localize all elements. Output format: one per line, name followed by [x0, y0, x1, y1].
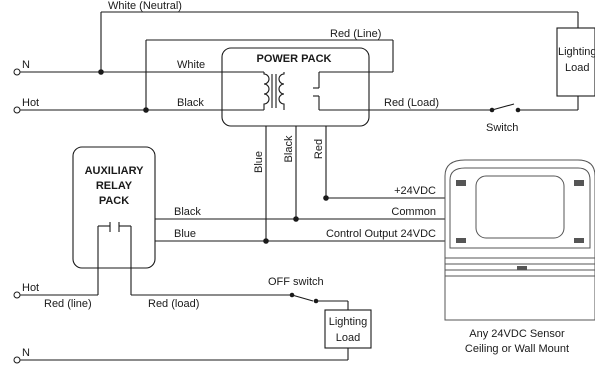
transformer-secondary-coil: [278, 72, 285, 110]
blue-vertical-label: Blue: [253, 151, 265, 173]
transformer-primary-coil: [263, 72, 270, 110]
black-relay-label: Black: [174, 206, 201, 218]
sensor-icon: [444, 159, 595, 321]
blue-relay-label: Blue: [174, 228, 196, 240]
n-terminal-bottom: [13, 356, 21, 364]
hot-label-bottom: Hot: [22, 282, 39, 294]
black-vertical-label: Black: [283, 135, 295, 162]
lighting-load-bottom-line2: Load: [336, 332, 360, 344]
power-pack-title: POWER PACK: [257, 53, 332, 65]
control-output-label: Control Output 24VDC: [326, 228, 436, 240]
switch-label: Switch: [486, 122, 518, 134]
auxiliary-relay-pack-box: [72, 146, 156, 269]
red-line-label: Red (Line): [330, 28, 381, 40]
hot-terminal-top: [13, 106, 21, 114]
lighting-load-top-line2: Load: [565, 62, 589, 74]
white-neutral-label: White (Neutral): [108, 0, 182, 12]
lighting-load-bottom-line1: Lighting: [329, 316, 368, 328]
relay-pack-line3: PACK: [99, 195, 129, 207]
plus24-label: +24VDC: [394, 185, 436, 197]
white-label: White: [177, 59, 205, 71]
red-load-label: Red (Load): [384, 97, 439, 109]
sensor-caption-2: Ceiling or Wall Mount: [465, 343, 569, 355]
sensor-caption-1: Any 24VDC Sensor: [469, 328, 565, 340]
switch-blade-top: [491, 103, 515, 111]
common-label: Common: [391, 206, 436, 218]
common-junction-dot: [293, 216, 299, 222]
hot-terminal-bottom: [13, 291, 21, 299]
red-line-lower-label: Red (line): [44, 298, 92, 310]
relay-pack-line2: RELAY: [96, 180, 133, 192]
switch-contact-left: [489, 107, 495, 113]
red-vertical-label: Red: [313, 139, 325, 159]
control-junction-dot: [263, 238, 269, 244]
black-label: Black: [177, 97, 204, 109]
hot-junction-dot: [143, 107, 149, 113]
n-label-bottom: N: [22, 347, 30, 359]
switch-contact-right: [515, 107, 521, 113]
relay-pack-line1: AUXILIARY: [85, 165, 145, 177]
lighting-load-top-box: [556, 27, 595, 97]
neutral-junction-dot: [98, 69, 104, 75]
n-label-top: N: [22, 59, 30, 71]
red-load-lower-label: Red (load): [148, 298, 199, 310]
plus24-junction-dot: [323, 195, 329, 201]
off-switch-label: OFF switch: [268, 276, 324, 288]
hot-label-top: Hot: [22, 97, 39, 109]
n-terminal-top: [13, 68, 21, 76]
lighting-load-top-line1: Lighting: [558, 46, 595, 58]
off-switch-blade: [291, 294, 314, 302]
